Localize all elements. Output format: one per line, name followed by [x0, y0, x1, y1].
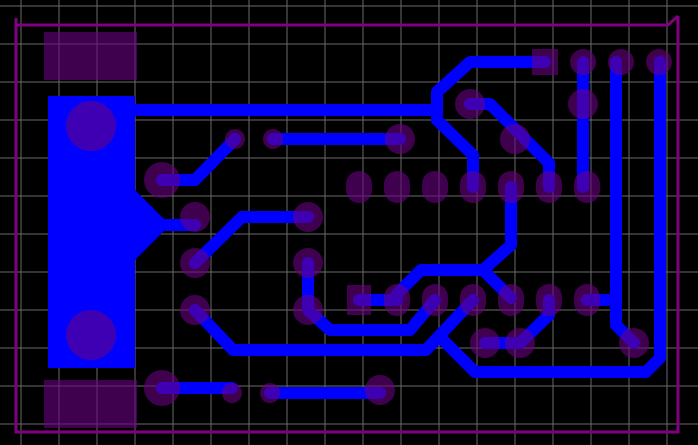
- header-pad[interactable]: [646, 49, 672, 75]
- header-pad[interactable]: [608, 49, 634, 75]
- trace[interactable]: [189, 211, 314, 269]
- copper-pour[interactable]: [48, 96, 170, 368]
- mounting-pad-top[interactable]: [44, 32, 137, 80]
- pad[interactable]: [293, 295, 323, 325]
- pad[interactable]: [225, 129, 245, 149]
- pad[interactable]: [293, 202, 323, 232]
- pad[interactable]: [505, 328, 535, 358]
- pad[interactable]: [385, 124, 415, 154]
- pad[interactable]: [365, 375, 395, 405]
- board-outline: [14, 14, 680, 434]
- trace[interactable]: [302, 257, 441, 336]
- ic-pin[interactable]: [536, 284, 562, 316]
- pad[interactable]: [619, 328, 649, 358]
- ic-pin[interactable]: [498, 171, 524, 203]
- pad[interactable]: [144, 370, 180, 406]
- ic-pin[interactable]: [460, 284, 486, 316]
- trace[interactable]: [431, 56, 551, 116]
- pads: [66, 49, 672, 406]
- pad[interactable]: [568, 89, 598, 119]
- pad[interactable]: [222, 383, 242, 403]
- pad[interactable]: [260, 383, 280, 403]
- connector-pad[interactable]: [66, 101, 116, 151]
- trace[interactable]: [434, 56, 666, 378]
- pad[interactable]: [500, 124, 530, 154]
- header-pad-1[interactable]: [532, 49, 558, 75]
- pad[interactable]: [180, 248, 210, 278]
- ic-pin[interactable]: [422, 284, 448, 316]
- pad[interactable]: [180, 295, 210, 325]
- ic-pin[interactable]: [384, 284, 410, 316]
- header-pad[interactable]: [570, 49, 596, 75]
- ic-pin[interactable]: [498, 284, 524, 316]
- ic-pin[interactable]: [536, 171, 562, 203]
- ic-pin[interactable]: [422, 171, 448, 203]
- ic-pin[interactable]: [460, 171, 486, 203]
- pad[interactable]: [144, 162, 180, 198]
- pad[interactable]: [293, 248, 323, 278]
- trace[interactable]: [189, 294, 479, 356]
- mounting-pad-bottom[interactable]: [44, 380, 137, 428]
- ic-pin[interactable]: [384, 171, 410, 203]
- pad[interactable]: [470, 328, 500, 358]
- pad[interactable]: [263, 129, 283, 149]
- ic-pin-1[interactable]: [347, 285, 371, 315]
- connector-pad[interactable]: [66, 310, 116, 360]
- ic-pin[interactable]: [346, 171, 372, 203]
- ic-pin[interactable]: [574, 171, 600, 203]
- pad[interactable]: [180, 202, 210, 232]
- pad[interactable]: [455, 89, 485, 119]
- ic-pin[interactable]: [574, 284, 600, 316]
